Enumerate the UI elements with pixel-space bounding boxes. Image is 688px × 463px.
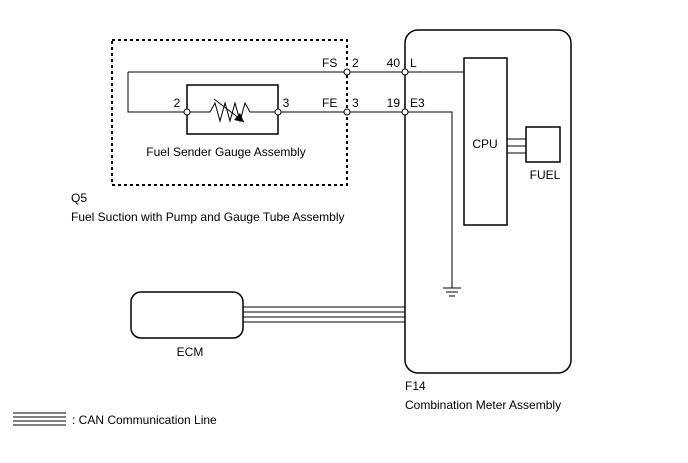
- can-legend-label: : CAN Communication Line: [72, 413, 217, 427]
- meter-name-label: Combination Meter Assembly: [405, 398, 561, 412]
- meter-terminal-e3: [401, 108, 409, 116]
- fuel-sender-body: [186, 84, 279, 135]
- can-bus-icon: [243, 306, 405, 323]
- meter-pin-l-number: 40: [387, 56, 401, 70]
- connector-fe-pin: 3: [352, 96, 359, 110]
- can-legend-icon: [13, 412, 66, 426]
- q5-code-label: Q5: [71, 191, 87, 205]
- meter-pin-e3-label: E3: [410, 96, 425, 110]
- cpu-label: CPU: [472, 137, 497, 151]
- combination-meter-body: [404, 29, 572, 374]
- ecm-block: [130, 291, 244, 339]
- sender-terminal-2: [183, 108, 191, 116]
- connector-fs-terminal: [343, 68, 351, 76]
- variable-resistor-icon: [187, 98, 278, 123]
- fuel-indicator-box: [525, 126, 561, 163]
- ecm-label: ECM: [177, 345, 204, 359]
- connector-fe-label: FE: [322, 96, 337, 110]
- cpu-block: [463, 57, 508, 226]
- sender-pin-left-label: 2: [174, 96, 181, 110]
- meter-code-label: F14: [405, 379, 426, 393]
- ground-icon: [443, 287, 461, 297]
- meter-terminal-l: [401, 68, 409, 76]
- sender-terminal-3: [274, 108, 282, 116]
- connector-fs-pin: 2: [352, 56, 359, 70]
- fuel-indicator-label: FUEL: [530, 168, 561, 182]
- sender-pin-right-label: 3: [283, 96, 290, 110]
- meter-pin-l-label: L: [410, 56, 417, 70]
- fuel-sender-label: Fuel Sender Gauge Assembly: [146, 145, 305, 159]
- wire-fe-e3: [278, 111, 453, 288]
- connector-fs-label: FS: [322, 56, 337, 70]
- wire-sender-return-loop: [127, 72, 187, 113]
- connector-fe-terminal: [343, 108, 351, 116]
- q5-name-label: Fuel Suction with Pump and Gauge Tube As…: [71, 210, 345, 224]
- cpu-fuel-link-lines: [507, 138, 526, 154]
- meter-pin-e3-number: 19: [387, 96, 401, 110]
